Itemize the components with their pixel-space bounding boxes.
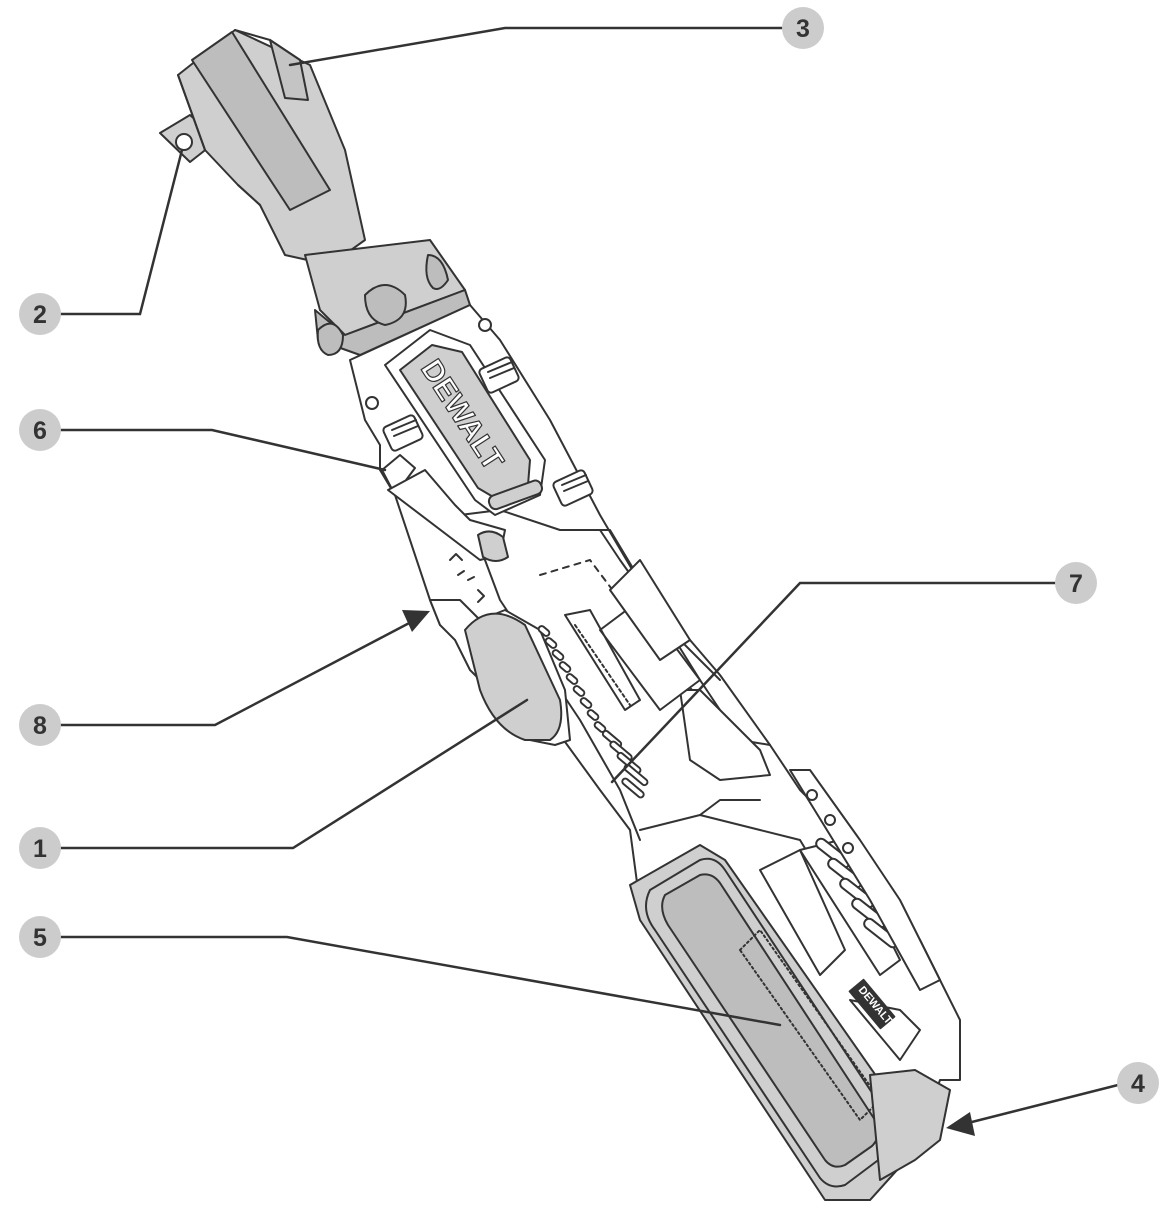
callout-7: 7 bbox=[1055, 562, 1097, 604]
callout-3: 3 bbox=[782, 7, 824, 49]
callout-4-label: 4 bbox=[1131, 1070, 1145, 1098]
callout-1: 1 bbox=[19, 827, 61, 869]
ratchet-tool-illustration: DEWALT bbox=[159, 29, 961, 1201]
callout-8-label: 8 bbox=[33, 712, 47, 740]
callout-3-label: 3 bbox=[796, 15, 810, 43]
leader-line-3 bbox=[288, 26, 784, 67]
leader-line-1 bbox=[58, 698, 529, 850]
callout-badges: 3 2 6 7 8 1 5 4 bbox=[19, 7, 1159, 1104]
callout-8: 8 bbox=[19, 704, 61, 746]
leader-line-7 bbox=[610, 581, 1057, 784]
direction-arrows bbox=[449, 553, 485, 603]
callout-5-label: 5 bbox=[33, 924, 47, 952]
leader-line-8 bbox=[58, 618, 417, 727]
paddle-trigger bbox=[429, 599, 571, 746]
callout-6: 6 bbox=[19, 409, 61, 451]
callout-7-label: 7 bbox=[1069, 570, 1083, 598]
arrowhead-4 bbox=[946, 1112, 975, 1136]
square-drive bbox=[159, 114, 219, 163]
arrowhead-8 bbox=[402, 610, 430, 632]
leader-line-6 bbox=[58, 428, 387, 472]
ratchet-head bbox=[177, 29, 366, 266]
leader-line-2 bbox=[58, 148, 184, 316]
callout-2-label: 2 bbox=[33, 301, 47, 329]
leader-lines bbox=[58, 26, 1120, 1127]
direction-selector bbox=[381, 454, 509, 562]
callout-4: 4 bbox=[1117, 1062, 1159, 1104]
head-collar bbox=[304, 239, 471, 356]
callout-1-label: 1 bbox=[33, 835, 47, 863]
handle-grip bbox=[759, 769, 941, 991]
vent-slots bbox=[537, 609, 649, 799]
callout-6-label: 6 bbox=[33, 417, 47, 445]
leader-line-4 bbox=[958, 1083, 1120, 1127]
clip-buttons bbox=[365, 318, 594, 507]
leader-line-5 bbox=[58, 935, 782, 1027]
callout-2: 2 bbox=[19, 293, 61, 335]
leader-arrowheads bbox=[402, 610, 975, 1136]
callout-5: 5 bbox=[19, 916, 61, 958]
